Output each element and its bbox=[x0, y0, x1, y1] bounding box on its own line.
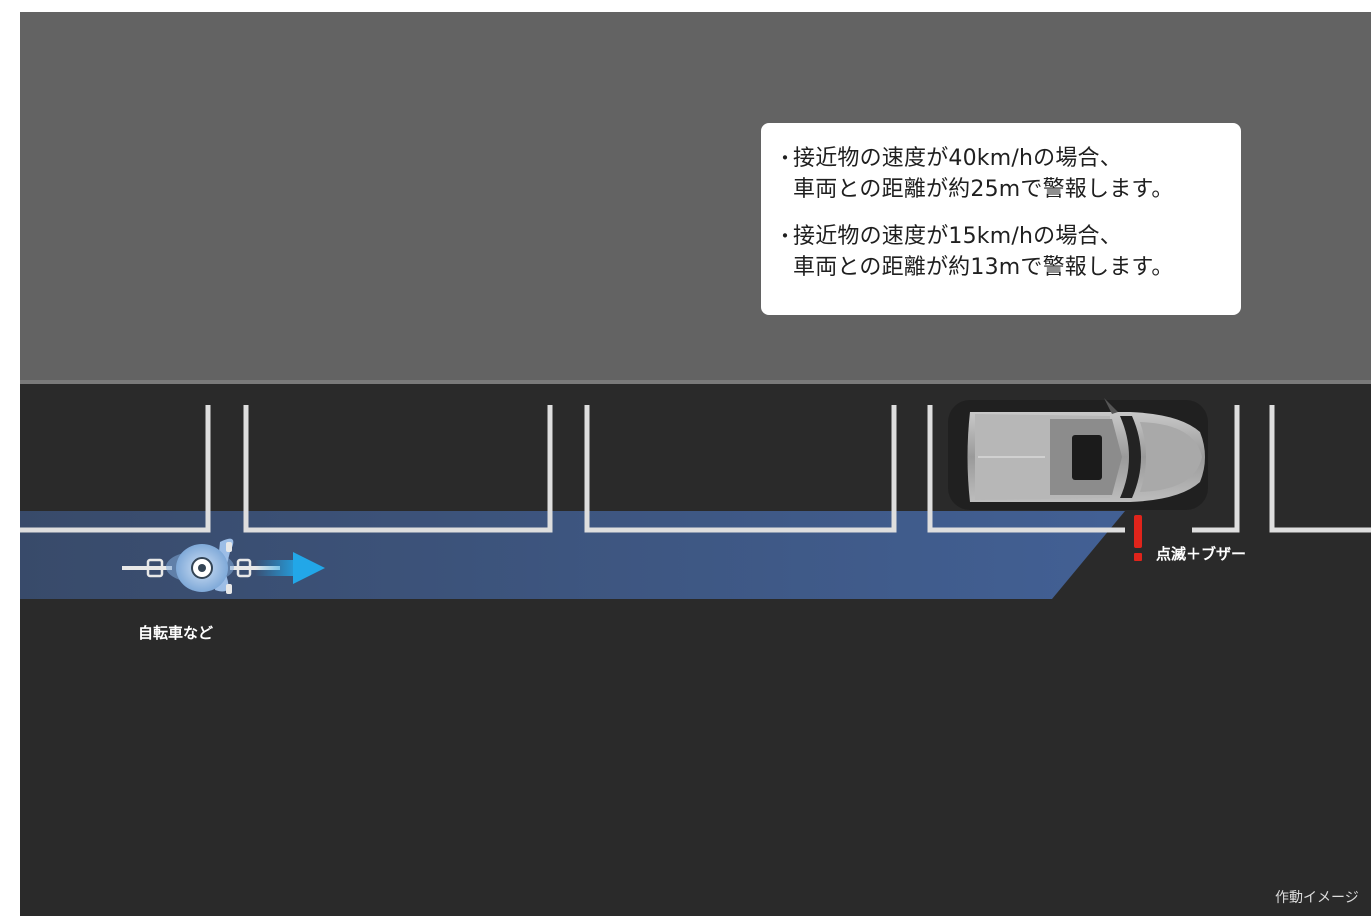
bullet-symbol: ・ bbox=[775, 224, 795, 248]
curb bbox=[20, 380, 1371, 384]
bullet-line: 接近物の速度が15km/hの場合、 bbox=[793, 224, 1122, 249]
bullet-line: 接近物の速度が40km/hの場合、 bbox=[793, 146, 1122, 171]
parking-line bbox=[243, 405, 553, 533]
bullet-text: 接近物の速度が15km/hの場合、 車両との距離が約13mで警報します。 bbox=[793, 221, 1174, 283]
operation-image-caption: 作動イメージ bbox=[1275, 890, 1359, 906]
parking-line bbox=[20, 405, 211, 533]
rear-cross-traffic-scene: ・ 接近物の速度が40km/hの場合、 車両との距離が約25mで警報します。 ・… bbox=[20, 12, 1371, 916]
parking-lines bbox=[20, 405, 1371, 533]
parking-line bbox=[1269, 405, 1371, 533]
bullet-line: 車両との距離が約25mで警報します。 bbox=[793, 177, 1174, 202]
info-bullet-40kmh: ・ 接近物の速度が40km/hの場合、 車両との距離が約25mで警報します。 bbox=[775, 143, 1241, 205]
exclamation-icon bbox=[1134, 515, 1142, 561]
info-bullet-15kmh: ・ 接近物の速度が15km/hの場合、 車両との距離が約13mで警報します。 bbox=[775, 221, 1241, 283]
suv-top-view-icon bbox=[948, 398, 1208, 510]
bullet-symbol: ・ bbox=[775, 146, 795, 170]
bullet-text: 接近物の速度が40km/hの場合、 車両との距離が約25mで警報します。 bbox=[793, 143, 1174, 205]
alert-label: 点滅＋ブザー bbox=[1156, 545, 1247, 563]
info-box: ・ 接近物の速度が40km/hの場合、 車両との距離が約25mで警報します。 ・… bbox=[761, 123, 1241, 315]
bullet-line: 車両との距離が約13mで警報します。 bbox=[793, 255, 1174, 280]
arrow-right-icon bbox=[255, 552, 325, 584]
parking-line bbox=[1192, 405, 1240, 533]
parking-line bbox=[927, 405, 1125, 533]
parking-line bbox=[584, 405, 897, 533]
bicycle-label: 自転車など bbox=[138, 624, 214, 642]
